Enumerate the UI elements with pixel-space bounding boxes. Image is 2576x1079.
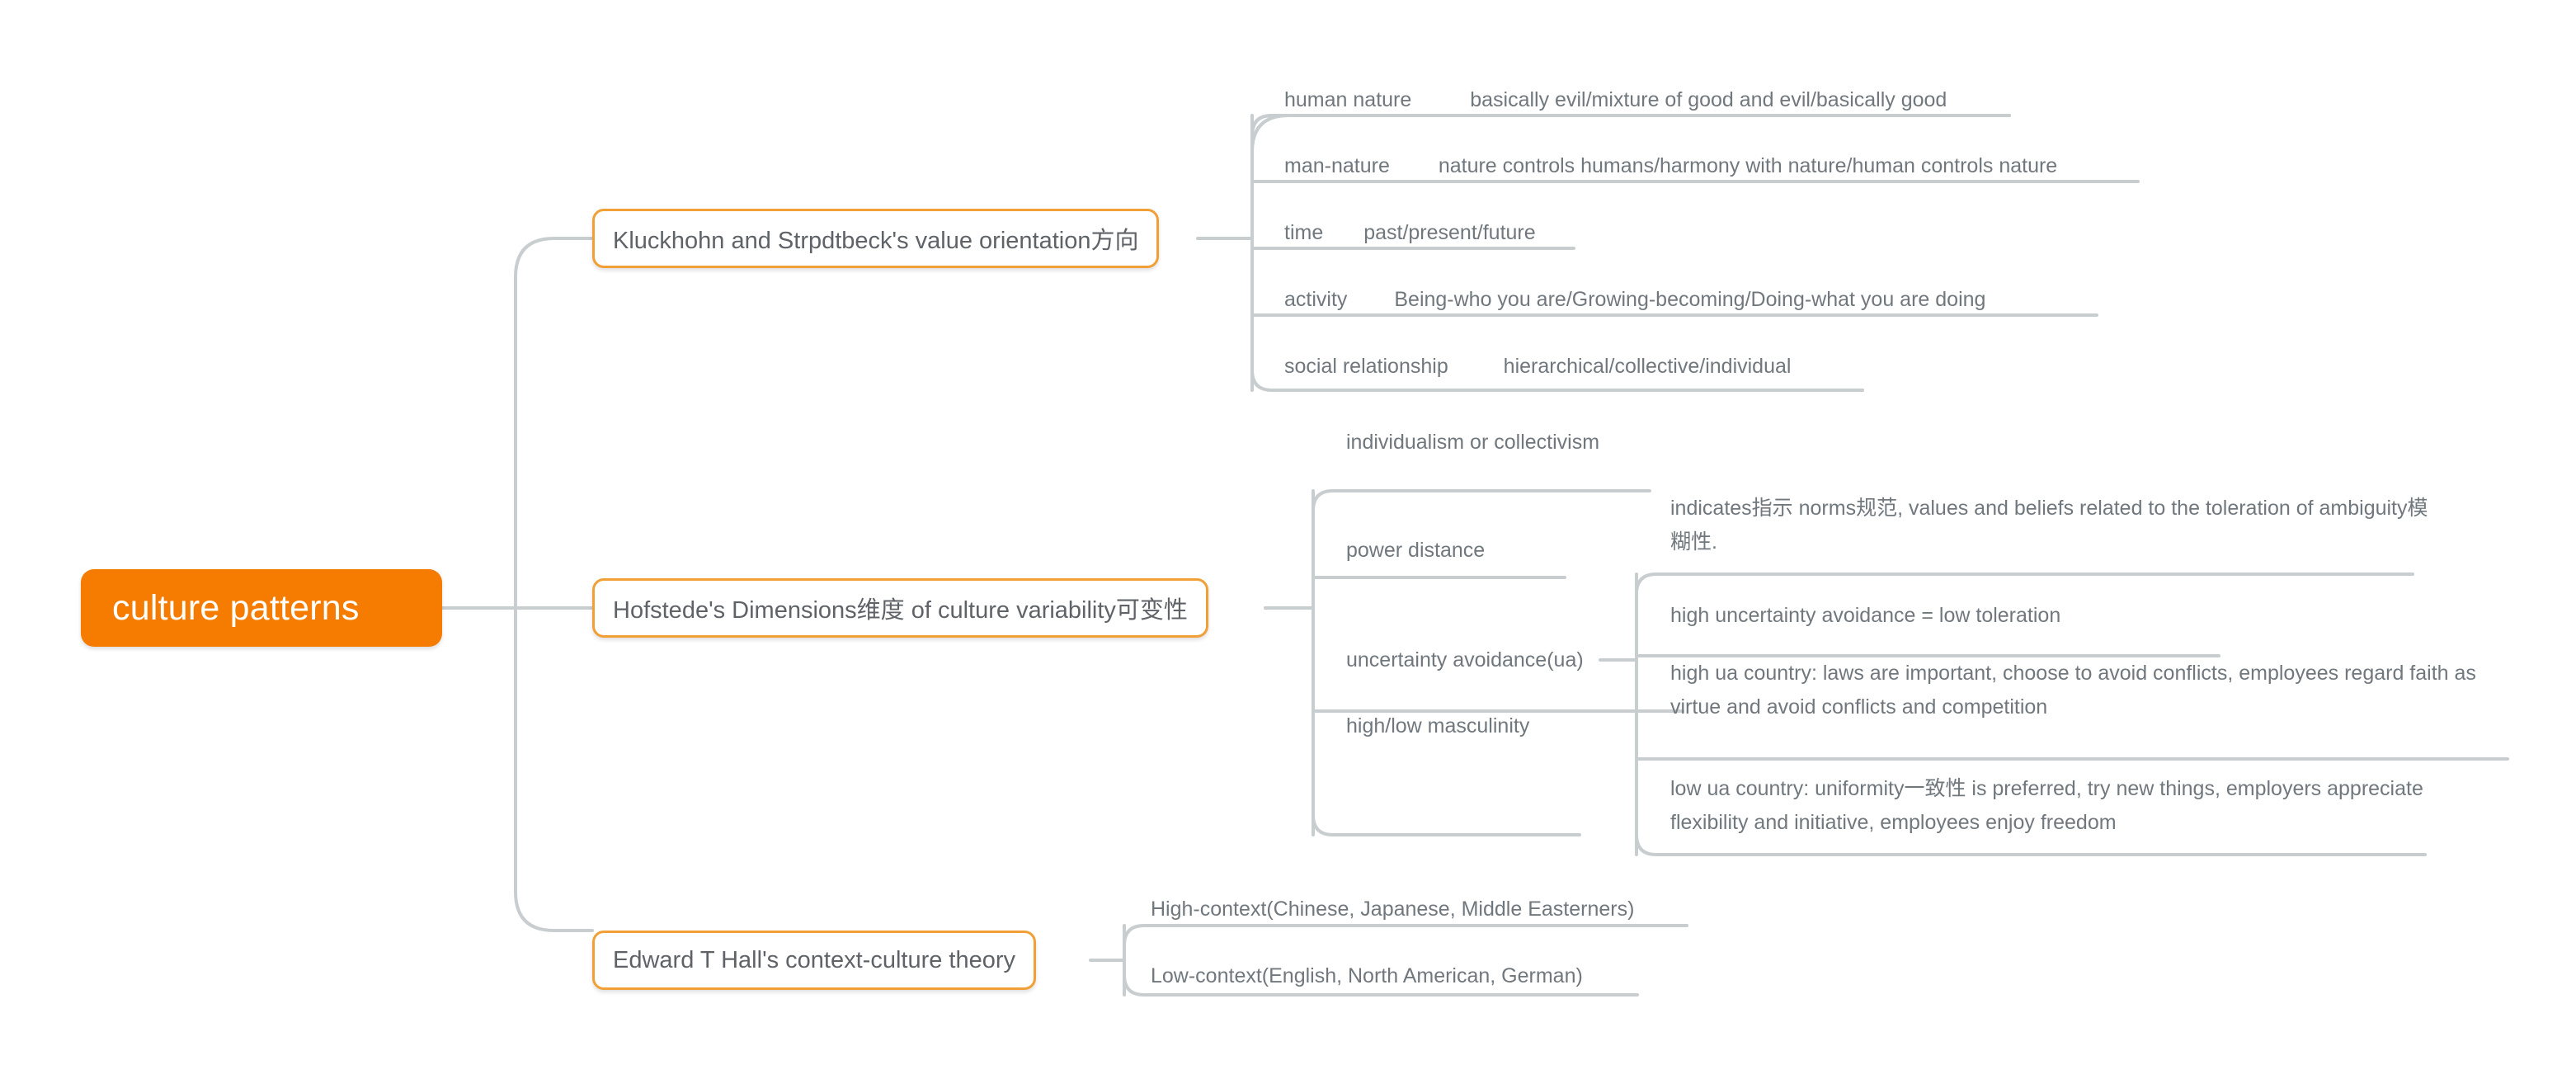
edge-hofstede-u3	[1312, 813, 1581, 836]
leaf-man-nature-value: nature controls humans/harmony with natu…	[1438, 154, 2058, 177]
branch-node-kluckhohn[interactable]: Kluckhohn and Strpdtbeck's value orienta…	[592, 209, 1160, 268]
leaf-social-relationship[interactable]: social relationship hierarchical/collect…	[1284, 350, 1791, 384]
leaf-masculinity-label: high/low masculinity	[1346, 714, 1530, 737]
leaf-ua-high-country[interactable]: high ua country: laws are important, cho…	[1670, 657, 2516, 724]
leaf-ua-definition-text: indicates指示 norms规范, values and beliefs …	[1670, 497, 2428, 554]
edge-hall-u0	[1123, 924, 1688, 947]
leaf-individualism-collectivism[interactable]: individualism or collectivism	[1346, 426, 1599, 459]
leaf-social-relationship-label: social relationship	[1284, 355, 1448, 378]
leaf-uncertainty-avoidance-label: uncertainty avoidance(ua)	[1346, 648, 1584, 671]
leaf-high-context[interactable]: High-context(Chinese, Japanese, Middle E…	[1151, 893, 1634, 926]
leaf-activity-label: activity	[1284, 288, 1348, 311]
leaf-man-nature-label: man-nature	[1284, 154, 1390, 177]
branch-node-hofstede[interactable]: Hofstede's Dimensions维度 of culture varia…	[592, 578, 1208, 638]
branch-node-hall[interactable]: Edward T Hall's context-culture theory	[592, 931, 1037, 990]
leaf-individualism-collectivism-label: individualism or collectivism	[1346, 431, 1600, 454]
leaf-ua-low-country-text: low ua country: uniformity一致性 is preferr…	[1670, 777, 2423, 834]
leaf-ua-low-country[interactable]: low ua country: uniformity一致性 is preferr…	[1670, 772, 2442, 840]
leaf-power-distance-label: power distance	[1346, 539, 1486, 562]
leaf-human-nature[interactable]: human nature basically evil/mixture of g…	[1284, 83, 1947, 117]
root-node[interactable]: culture patterns	[81, 569, 442, 647]
leaf-masculinity[interactable]: high/low masculinity	[1346, 709, 1529, 743]
leaf-human-nature-label: human nature	[1284, 88, 1412, 111]
leaf-ua-equation[interactable]: high uncertainty avoidance = low tolerat…	[1670, 599, 2446, 633]
branch-node-hofstede-label: Hofstede's Dimensions维度 of culture varia…	[613, 597, 1188, 624]
leaf-low-context-label: Low-context(English, North American, Ger…	[1151, 964, 1583, 987]
edge-ua-u0	[1635, 572, 2414, 596]
edge-kluckhohn-u0	[1250, 114, 2011, 137]
leaf-high-context-label: High-context(Chinese, Japanese, Middle E…	[1151, 898, 1635, 921]
leaf-ua-definition[interactable]: indicates指示 norms规范, values and beliefs …	[1670, 492, 2446, 559]
root-node-label: culture patterns	[112, 587, 360, 628]
branch-node-hall-label: Edward T Hall's context-culture theory	[613, 946, 1016, 973]
leaf-man-nature[interactable]: man-nature nature controls humans/harmon…	[1284, 149, 2057, 183]
leaf-time[interactable]: time past/present/future	[1284, 216, 1536, 250]
leaf-social-relationship-value: hierarchical/collective/individual	[1503, 355, 1792, 378]
leaf-ua-equation-text: high uncertainty avoidance = low tolerat…	[1670, 604, 2061, 627]
leaf-activity[interactable]: activity Being-who you are/Growing-becom…	[1284, 283, 1985, 317]
leaf-ua-high-country-text: high ua country: laws are important, cho…	[1670, 662, 2476, 719]
leaf-low-context[interactable]: Low-context(English, North American, Ger…	[1151, 959, 1583, 993]
leaf-power-distance[interactable]: power distance	[1346, 534, 1485, 568]
leaf-time-value: past/present/future	[1363, 221, 1536, 244]
edge-kluckhohn-elbow-top	[1250, 114, 1274, 137]
leaf-time-label: time	[1284, 221, 1324, 244]
edge-hofstede-u0	[1312, 489, 1651, 512]
leaf-activity-value: Being-who you are/Growing-becoming/Doing…	[1394, 288, 1986, 311]
edge-trunk-main	[514, 237, 594, 932]
leaf-human-nature-value: basically evil/mixture of good and evil/…	[1470, 88, 1947, 111]
leaf-uncertainty-avoidance[interactable]: uncertainty avoidance(ua)	[1346, 643, 1584, 677]
branch-node-kluckhohn-label: Kluckhohn and Strpdtbeck's value orienta…	[613, 228, 1139, 254]
